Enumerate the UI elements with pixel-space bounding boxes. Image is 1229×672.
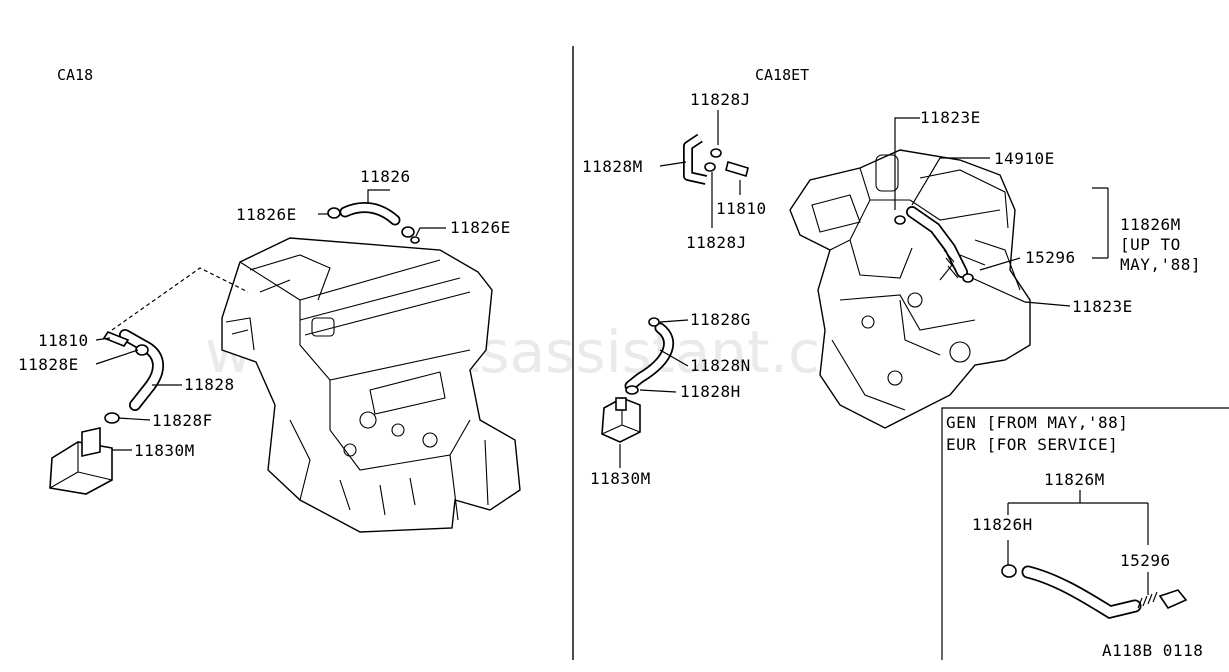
label-11823E-top: 11823E — [920, 108, 981, 127]
inset-label-11826M: 11826M — [1044, 470, 1105, 489]
label-up-to-line2: MAY,'88] — [1120, 255, 1201, 274]
inset-hose-11826M — [1001, 564, 1188, 619]
left-panel: CA18 — [18, 66, 521, 533]
label-11828M: 11828M — [582, 157, 643, 176]
label-14910E: 14910E — [994, 149, 1055, 168]
inset-label-15296: 15296 — [1120, 551, 1171, 570]
hose-11828M — [683, 133, 749, 185]
hose-11826M — [894, 206, 974, 283]
locator-dashed-line — [111, 267, 249, 331]
left-panel-title: CA18 — [57, 66, 93, 84]
inset-line2: EUR [FOR SERVICE] — [946, 435, 1118, 454]
label-11828G: 11828G — [690, 310, 751, 329]
label-11830M-left: 11830M — [134, 441, 195, 460]
hose-11828 — [102, 329, 164, 424]
label-11828J-top: 11828J — [690, 90, 751, 109]
label-up-to-line1: [UP TO — [1120, 235, 1181, 254]
inset-line1: GEN [FROM MAY,'88] — [946, 413, 1128, 432]
engine-illustration-left — [221, 237, 521, 533]
label-11823E-bottom: 11823E — [1072, 297, 1133, 316]
label-11826: 11826 — [360, 167, 411, 186]
right-panel-title: CA18ET — [755, 66, 809, 84]
label-11810-right: 11810 — [716, 199, 767, 218]
label-11826E-left: 11826E — [236, 205, 297, 224]
label-11810-left: 11810 — [38, 331, 89, 350]
inset-box: GEN [FROM MAY,'88] EUR [FOR SERVICE] 118… — [941, 407, 1229, 660]
separator-11830M-right — [601, 397, 641, 443]
label-11828E: 11828E — [18, 355, 79, 374]
inset-label-11826H: 11826H — [972, 515, 1033, 534]
label-11830M-right: 11830M — [590, 469, 651, 488]
label-11828N: 11828N — [690, 356, 751, 375]
label-11828H: 11828H — [680, 382, 741, 401]
label-11828J-bottom: 11828J — [686, 233, 747, 252]
reference-code: A118B 0118 — [1102, 641, 1203, 660]
label-11826M: 11826M — [1120, 215, 1181, 234]
hose-11826 — [327, 202, 420, 244]
label-11828: 11828 — [184, 375, 235, 394]
label-11828F: 11828F — [152, 411, 213, 430]
label-15296-right: 15296 — [1025, 248, 1076, 267]
label-11826E-right: 11826E — [450, 218, 511, 237]
engine-illustration-right — [789, 149, 1031, 429]
separator-11830M — [49, 427, 113, 495]
right-panel: CA18ET — [582, 66, 1201, 488]
